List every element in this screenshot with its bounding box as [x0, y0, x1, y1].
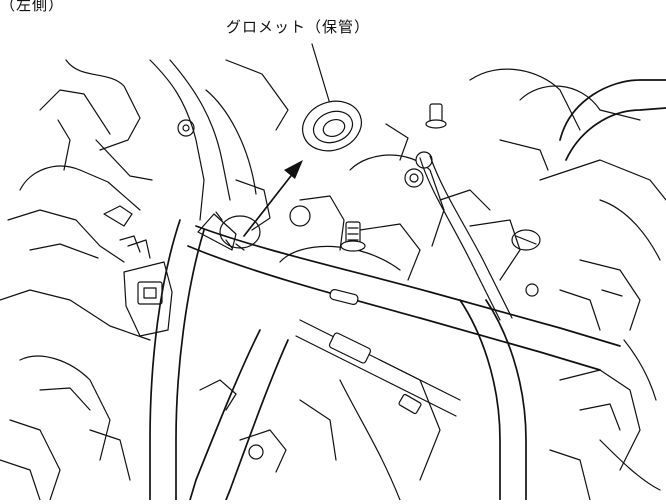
lower-frame-tubes — [149, 219, 527, 501]
grommet-callout-label: グロメット（保管） — [226, 18, 371, 36]
grommet-icon — [302, 100, 362, 152]
bolt-icon — [425, 103, 447, 129]
left-frame-structure — [0, 59, 173, 341]
engine-block — [289, 103, 513, 321]
grommet-hole — [215, 211, 261, 251]
lower-left-details — [0, 355, 287, 501]
upper-frame — [149, 59, 289, 231]
main-frame-tube — [187, 213, 621, 371]
side-indicator-label: （左側） — [0, 0, 65, 14]
callout-leader-line — [311, 43, 331, 105]
bolt-icon — [340, 221, 366, 252]
lower-hoses — [295, 319, 461, 501]
right-side-components — [469, 68, 666, 401]
removal-direction-arrow — [243, 160, 303, 237]
lower-right-details — [549, 369, 661, 501]
